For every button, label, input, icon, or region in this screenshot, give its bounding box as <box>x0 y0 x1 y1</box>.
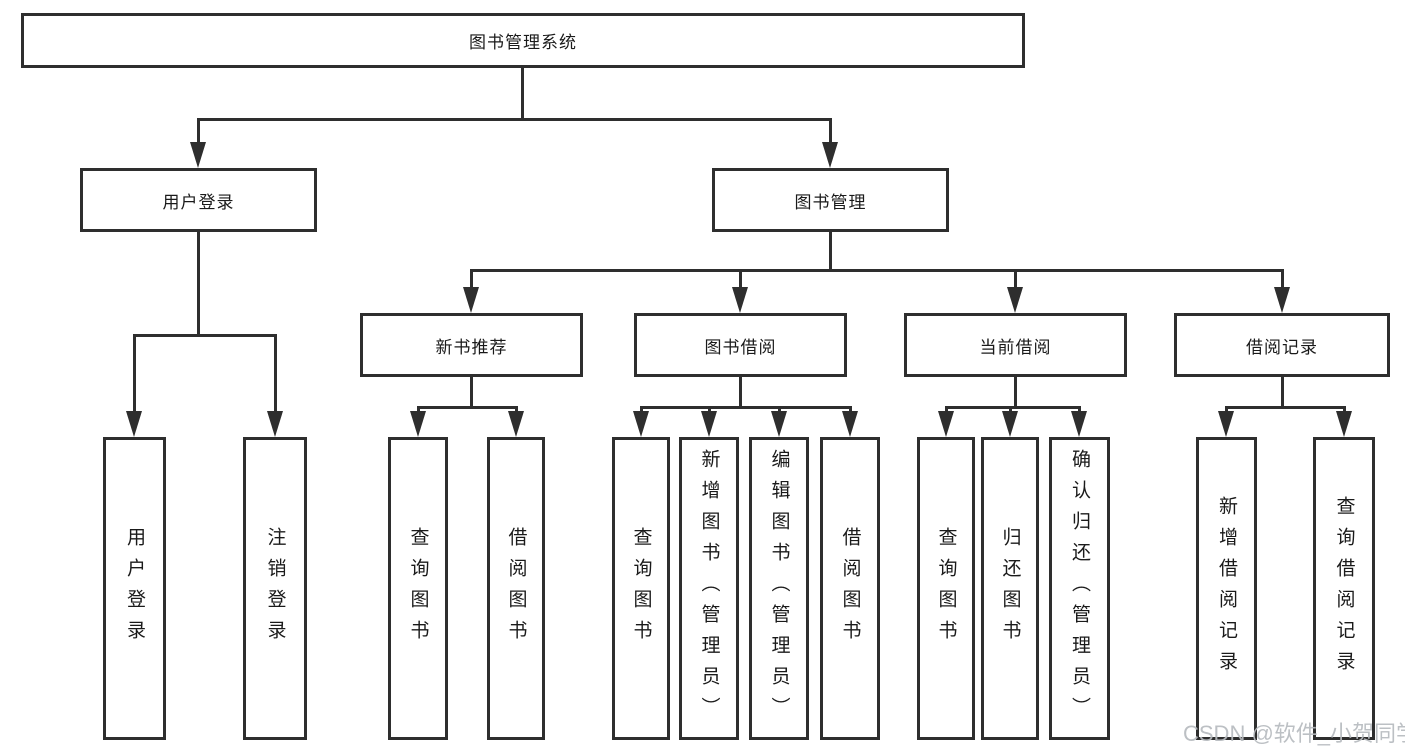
node-library-system: 图书管理系统 <box>21 13 1025 68</box>
leaf-confirm-return-admin: 确认归还（管理员） <box>1049 437 1110 740</box>
arrowhead-down-icon <box>842 411 858 437</box>
connector-line <box>1281 269 1284 293</box>
connector-line <box>197 118 200 150</box>
leaf-current-query-books-label: 查询图书 <box>935 526 957 651</box>
leaf-query-borrow-record-label: 查询借阅记录 <box>1333 495 1355 682</box>
arrowhead-down-icon <box>732 287 748 313</box>
node-book-management-label: 图书管理 <box>794 192 867 212</box>
leaf-user-login: 用户登录 <box>103 437 166 740</box>
connector-line <box>274 334 277 419</box>
node-book-borrow-label: 图书借阅 <box>704 337 777 357</box>
connector-line <box>417 406 518 409</box>
connector-line <box>1014 377 1017 409</box>
node-book-management: 图书管理 <box>712 168 949 232</box>
leaf-query-borrow-record: 查询借阅记录 <box>1313 437 1375 740</box>
leaf-add-borrow-record-label: 新增借阅记录 <box>1216 495 1237 682</box>
csdn-watermark: CSDN @软件_小贺同学 <box>1183 721 1405 746</box>
connector-line <box>829 232 832 272</box>
arrowhead-down-icon <box>463 287 479 313</box>
arrowhead-down-icon <box>633 411 649 437</box>
leaf-edit-books-admin-label: 编辑图书（管理员） <box>768 449 790 728</box>
connector-line <box>945 406 1081 409</box>
connector-line <box>521 68 524 120</box>
connector-line <box>197 118 832 121</box>
connector-line <box>197 232 200 337</box>
arrowhead-down-icon <box>508 411 524 437</box>
connector-line <box>739 269 742 293</box>
arrowhead-down-icon <box>410 411 426 437</box>
leaf-borrow-books: 借阅图书 <box>820 437 880 740</box>
node-new-book-recommend-label: 新书推荐 <box>435 337 508 357</box>
node-library-system-label: 图书管理系统 <box>469 33 577 52</box>
leaf-recommend-borrow-books: 借阅图书 <box>487 437 545 740</box>
arrowhead-down-icon <box>1007 287 1023 313</box>
arrowhead-down-icon <box>1071 411 1087 437</box>
node-current-borrow-label: 当前借阅 <box>979 337 1052 357</box>
arrowhead-down-icon <box>701 411 717 437</box>
leaf-recommend-query-books: 查询图书 <box>388 437 448 740</box>
leaf-edit-books-admin: 编辑图书（管理员） <box>749 437 809 740</box>
leaf-confirm-return-admin-label: 确认归还（管理员） <box>1069 449 1090 728</box>
connector-line <box>829 118 832 150</box>
leaf-return-books: 归还图书 <box>981 437 1039 740</box>
arrowhead-down-icon <box>822 142 838 168</box>
node-borrow-records: 借阅记录 <box>1174 313 1390 377</box>
leaf-add-borrow-record: 新增借阅记录 <box>1196 437 1257 740</box>
leaf-borrow-query-books-label: 查询图书 <box>630 526 652 651</box>
node-user-login: 用户登录 <box>80 168 317 232</box>
node-user-login-label: 用户登录 <box>162 192 235 212</box>
leaf-borrow-books-label: 借阅图书 <box>839 526 861 651</box>
leaf-add-books-admin: 新增图书（管理员） <box>679 437 739 740</box>
leaf-user-login-label: 用户登录 <box>124 526 145 651</box>
node-current-borrow: 当前借阅 <box>904 313 1127 377</box>
arrowhead-down-icon <box>1002 411 1018 437</box>
leaf-logout-label: 注销登录 <box>264 526 286 651</box>
leaf-logout: 注销登录 <box>243 437 307 740</box>
leaf-recommend-query-books-label: 查询图书 <box>407 526 429 651</box>
leaf-recommend-borrow-books-label: 借阅图书 <box>505 526 527 651</box>
node-new-book-recommend: 新书推荐 <box>360 313 583 377</box>
connector-line <box>1225 406 1346 409</box>
connector-line <box>470 377 473 409</box>
connector-line <box>1281 377 1284 409</box>
arrowhead-down-icon <box>126 411 142 437</box>
arrowhead-down-icon <box>1336 411 1352 437</box>
leaf-current-query-books: 查询图书 <box>917 437 975 740</box>
arrowhead-down-icon <box>190 142 206 168</box>
leaf-add-books-admin-label: 新增图书（管理员） <box>698 449 720 728</box>
connector-line <box>470 269 1283 272</box>
arrowhead-down-icon <box>1218 411 1234 437</box>
arrowhead-down-icon <box>771 411 787 437</box>
arrowhead-down-icon <box>938 411 954 437</box>
connector-line <box>133 334 277 337</box>
connector-line <box>1014 269 1017 293</box>
node-book-borrow: 图书借阅 <box>634 313 847 377</box>
leaf-borrow-query-books: 查询图书 <box>612 437 670 740</box>
node-borrow-records-label: 借阅记录 <box>1246 337 1318 357</box>
leaf-return-books-label: 归还图书 <box>999 526 1021 651</box>
arrowhead-down-icon <box>267 411 283 437</box>
connector-line <box>470 269 473 293</box>
connector-line <box>640 406 852 409</box>
connector-line <box>133 334 136 419</box>
connector-line <box>739 377 742 409</box>
arrowhead-down-icon <box>1274 287 1290 313</box>
